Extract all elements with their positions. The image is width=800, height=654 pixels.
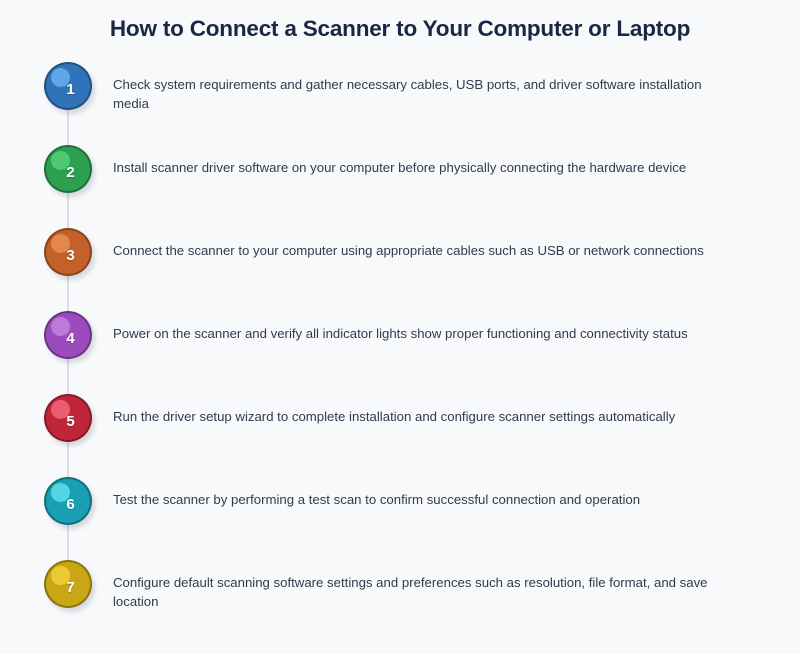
step-number-badge[interactable]: 7 [44, 560, 95, 612]
step-description: Test the scanner by performing a test sc… [113, 492, 641, 507]
step-item[interactable]: 5 Run the driver setup wizard to complete… [0, 394, 800, 450]
step-number-badge[interactable]: 6 [44, 477, 95, 529]
step-description: Run the driver setup wizard to complete … [113, 409, 676, 424]
badge-circle-icon [44, 145, 92, 193]
step-item[interactable]: 4 Power on the scanner and verify all ind… [0, 311, 800, 367]
step-item[interactable]: 1 Check system requirements and gather ne… [0, 62, 800, 118]
page-title: How to Connect a Scanner to Your Compute… [109, 16, 691, 41]
step-number-badge[interactable]: 5 [44, 394, 95, 446]
step-number-label: 2 [66, 164, 75, 181]
step-item[interactable]: 6 Test the scanner by performing a test s… [0, 477, 800, 533]
step-description: Connect the scanner to your computer usi… [113, 243, 704, 258]
step-number-label: 3 [66, 247, 75, 264]
badge-circle-icon [44, 62, 92, 110]
step-description: Check system requirements and gather nec… [113, 77, 702, 111]
step-number-badge[interactable]: 4 [44, 311, 95, 363]
step-number-label: 4 [66, 330, 75, 347]
step-number-badge[interactable]: 1 [44, 62, 95, 114]
step-item[interactable]: 3 Connect the scanner to your computer us… [0, 228, 800, 284]
step-description: Configure default scanning software sett… [113, 575, 708, 609]
badge-highlight-icon [51, 566, 70, 585]
badge-circle-icon [44, 560, 92, 608]
badge-highlight-icon [51, 68, 70, 87]
step-description: Install scanner driver software on your … [113, 160, 687, 175]
badge-highlight-icon [51, 234, 70, 253]
step-number-label: 7 [66, 579, 75, 596]
badge-circle-icon [44, 394, 92, 442]
step-number-badge[interactable]: 2 [44, 145, 95, 197]
badge-highlight-icon [51, 483, 70, 502]
step-number-label: 6 [66, 496, 75, 513]
badge-circle-icon [44, 228, 92, 276]
badge-highlight-icon [51, 317, 70, 336]
step-number-label: 1 [66, 81, 75, 98]
badge-circle-icon [44, 477, 92, 525]
badge-highlight-icon [51, 151, 70, 170]
badge-circle-icon [44, 311, 92, 359]
step-item[interactable]: 7 Configure default scanning software set… [0, 560, 800, 616]
step-number-label: 5 [66, 413, 75, 430]
step-number-badge[interactable]: 3 [44, 228, 95, 280]
step-description: Power on the scanner and verify all indi… [113, 326, 688, 341]
step-item[interactable]: 2 Install scanner driver software on your… [0, 145, 800, 201]
badge-highlight-icon [51, 400, 70, 419]
